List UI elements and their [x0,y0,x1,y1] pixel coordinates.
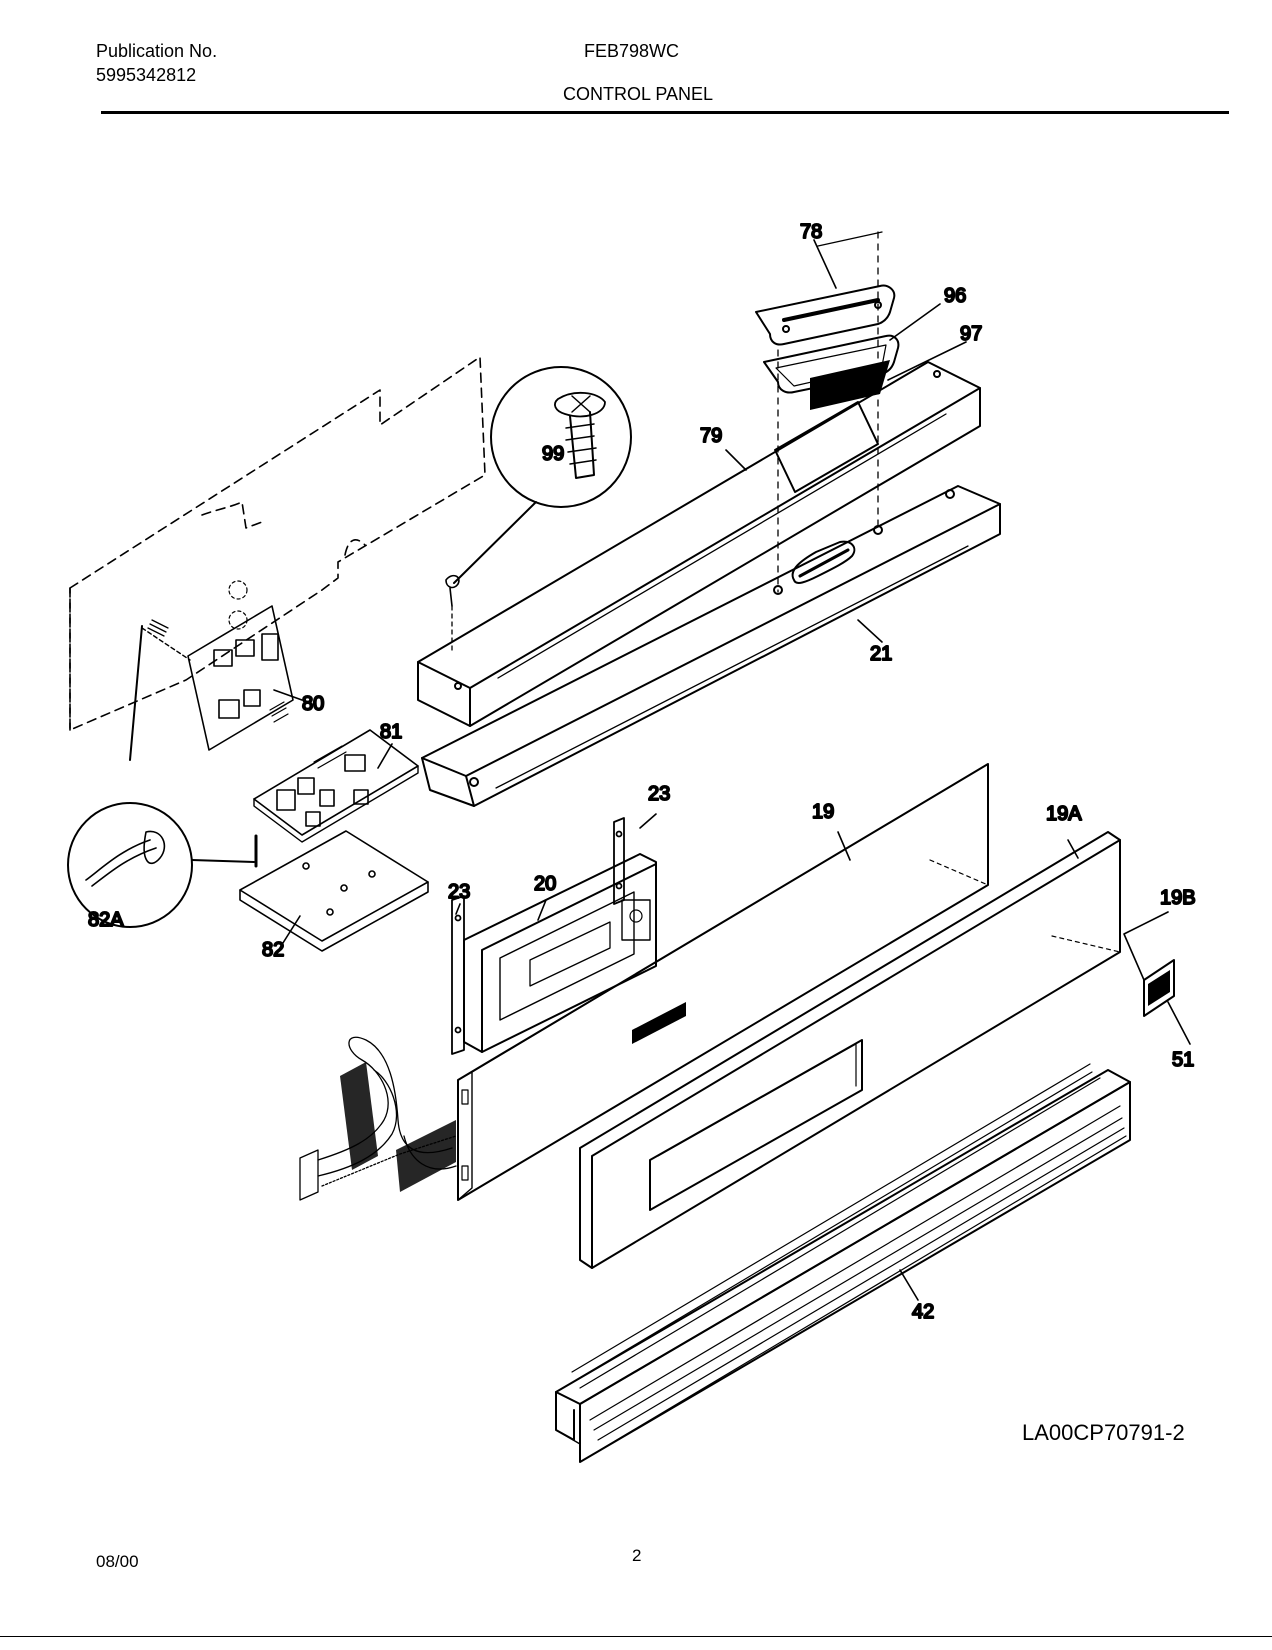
leader-19b-icon [1123,911,1169,981]
publication-number: 5995342812 [96,65,197,85]
drawing-code: LA00CP70791-2 [1022,1420,1185,1445]
control-panel-19 [457,763,989,1201]
standoff-icon [147,619,169,637]
callout-19: 19 [812,801,834,823]
back-panel-phantom [69,356,486,731]
display-window-97 [810,360,890,410]
screw-icon [445,574,460,607]
mounting-bracket-23 [451,817,625,1055]
ribbon-cable [299,1036,457,1201]
callout-51: 51 [1172,1049,1194,1071]
callout-23-lower: 23 [448,881,470,903]
clock-module-20 [463,853,657,1053]
trim-extrusion-42 [555,1063,1131,1463]
hole-icon [228,580,248,600]
leader-lines [273,239,1191,1301]
control-housing-79 [417,361,981,727]
callout-82: 82 [262,939,284,961]
label-51 [1143,959,1175,1017]
page-number: 2 [632,1546,642,1565]
detail-circle-99 [453,366,632,584]
publication-label: Publication No. [96,41,218,61]
revision-date: 08/00 [96,1552,139,1571]
control-board-80 [187,605,294,751]
callout-20: 20 [534,873,556,895]
callout-81: 81 [380,721,402,743]
callout-80: 80 [302,693,324,715]
callout-19b: 19B [1160,887,1196,909]
callout-78: 78 [800,221,822,243]
label-51-face [1148,970,1170,1006]
lower-trim-21 [421,485,1001,807]
board-bracket-82 [239,830,429,952]
trim-bezel-78 [755,231,896,346]
control-glass-19A [579,831,1121,1269]
footer-rule [0,1636,1272,1637]
callout-21: 21 [870,643,892,665]
callout-42: 42 [912,1301,934,1323]
header-rule [101,111,1229,114]
callout-79: 79 [700,425,722,447]
callout-82a: 82A [88,909,124,931]
callout-99: 99 [542,443,564,465]
standoff-line [141,627,191,661]
control-board-81 [253,729,419,843]
detail-circle-82a [67,625,255,928]
callout-96: 96 [944,285,966,307]
model-number: FEB798WC [584,41,680,61]
callout-19a: 19A [1046,803,1082,825]
callout-23-upper: 23 [648,783,670,805]
callout-97: 97 [960,323,982,345]
section-title: CONTROL PANEL [563,84,714,104]
